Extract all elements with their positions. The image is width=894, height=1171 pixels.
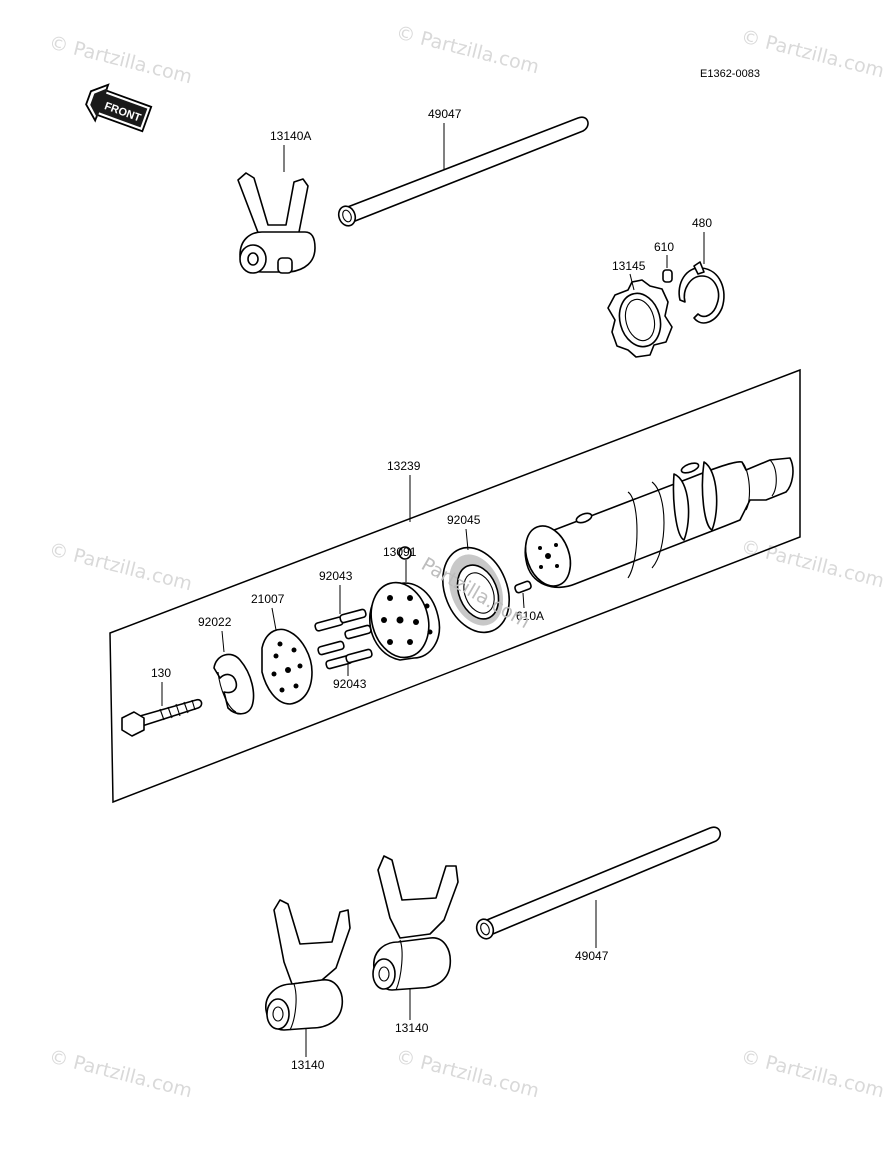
shift-rod-49047-top[interactable]: 49047: [336, 107, 589, 228]
assembly-frame: [109, 368, 801, 804]
callout-13140a: 13140A: [270, 129, 311, 143]
cam-plate-21007[interactable]: 21007: [251, 592, 313, 705]
shift-fork-13140-mid[interactable]: 13140: [372, 855, 459, 1035]
front-arrow-icon: FRONT: [85, 83, 153, 133]
callout-13091: 13091: [383, 545, 417, 559]
watermark: © Partzilla.com: [394, 22, 542, 79]
callout-21007: 21007: [251, 592, 285, 606]
shift-fork-13140a[interactable]: 13140A: [237, 129, 316, 274]
bearing-92045[interactable]: 92045: [431, 513, 521, 642]
pin-holder-13091[interactable]: 13091: [363, 545, 441, 664]
watermark: © Partzilla.com: [394, 1046, 542, 1103]
callout-13140-mid: 13140: [395, 1021, 429, 1035]
callout-92045: 92045: [447, 513, 481, 527]
watermark: © Partzilla.com: [739, 1046, 887, 1103]
bolt-130[interactable]: 130: [121, 666, 203, 737]
callout-13239: 13239: [387, 459, 421, 473]
circlip-480[interactable]: 480: [678, 216, 725, 324]
callout-480: 480: [692, 216, 712, 230]
watermark: © Partzilla.com: [739, 26, 887, 83]
pin-610a[interactable]: 610A: [514, 580, 544, 623]
watermark: © Partzilla.com: [47, 1046, 195, 1103]
callout-49047-bottom: 49047: [575, 949, 609, 963]
callout-92022: 92022: [198, 615, 232, 629]
guide-13145[interactable]: 13145: [607, 259, 673, 358]
callout-49047-top: 49047: [428, 107, 462, 121]
callout-130: 130: [151, 666, 171, 680]
shift-drum-13239[interactable]: 13239: [387, 457, 794, 592]
watermark: © Partzilla.com: [739, 536, 887, 593]
callout-610a: 610A: [516, 609, 544, 623]
callout-13145: 13145: [612, 259, 646, 273]
shift-fork-13140-low[interactable]: 13140: [265, 899, 351, 1072]
pins-92043-upper[interactable]: 92043: [314, 569, 372, 640]
callout-610: 610: [654, 240, 674, 254]
watermark: © Partzilla.com: [47, 32, 195, 89]
shift-rod-49047-bottom[interactable]: 49047: [474, 826, 722, 963]
drawing-code: E1362-0083: [700, 68, 760, 80]
watermark: © Partzilla.com: [47, 539, 195, 596]
callout-92043-lower: 92043: [333, 677, 367, 691]
callout-92043-upper: 92043: [319, 569, 353, 583]
pins-92043-lower[interactable]: 92043: [317, 640, 373, 691]
stopper-92022[interactable]: 92022: [198, 615, 255, 715]
callout-13140-low: 13140: [291, 1058, 325, 1072]
pin-610[interactable]: 610: [654, 240, 674, 283]
